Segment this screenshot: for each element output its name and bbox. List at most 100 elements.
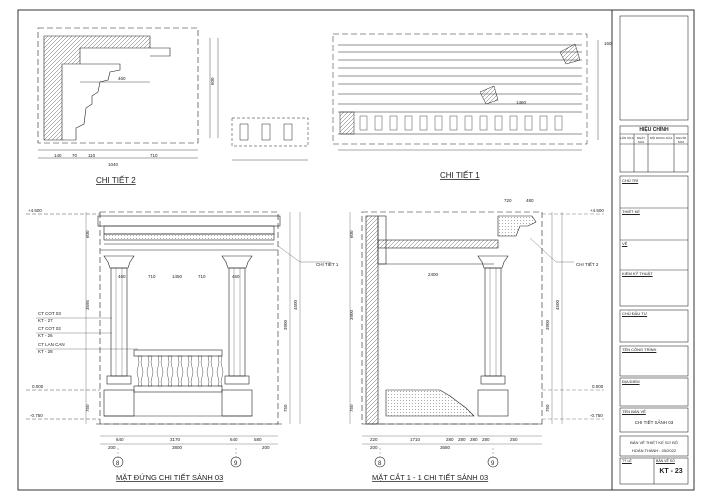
detail-2-dim-total: 1040 bbox=[108, 162, 119, 167]
field-kiem-ky-thuat: KIỂM KỸ THUẬT bbox=[622, 271, 653, 276]
level-markers-elev bbox=[26, 213, 100, 420]
grid-bubble-8-elev bbox=[112, 456, 124, 468]
level-0000-elev: 0.000 bbox=[32, 384, 44, 389]
baluster bbox=[176, 355, 184, 387]
detail-2-dim-3: 110 bbox=[88, 153, 96, 158]
sec-dim-t2: 3680 bbox=[440, 445, 451, 450]
detail-1-dim-right: 160 bbox=[604, 41, 612, 46]
elev-dim-top-1: 460 bbox=[118, 274, 126, 279]
baluster bbox=[166, 355, 174, 387]
sec-dim-b5: 280 bbox=[470, 437, 478, 442]
detail-1-dim: 1460 bbox=[516, 100, 527, 105]
label-ct-lan-can-ref: KT - 28 bbox=[38, 349, 53, 354]
level-0750-sec: -0.750 bbox=[590, 413, 603, 418]
level-4500-elev: +4.500 bbox=[28, 208, 42, 213]
sec-dim-b1: 220 bbox=[370, 437, 378, 442]
callout-chi-tiet-1: CHI TIẾT 1 bbox=[316, 261, 339, 267]
grid-label-9-sec: 9 bbox=[491, 461, 495, 467]
sec-dim-b7: 250 bbox=[510, 437, 518, 442]
dentil bbox=[524, 115, 533, 131]
baluster bbox=[206, 355, 214, 387]
dentil bbox=[434, 115, 443, 131]
dentil bbox=[359, 115, 368, 131]
drawing-name: CHI TIẾT SẢNH 03 bbox=[634, 420, 674, 425]
field-ten-cong-trinh: TÊN CÔNG TRÌNH bbox=[622, 347, 657, 352]
grid-bubble-9-sec bbox=[487, 456, 499, 468]
label-leaders bbox=[36, 245, 330, 350]
callout-chi-tiet-2: CHI TIẾT 2 bbox=[576, 261, 599, 267]
sec-dim-b4: 280 bbox=[458, 437, 466, 442]
dentil bbox=[494, 115, 503, 131]
elevation-dims bbox=[85, 212, 301, 458]
elev-dim-t2: 3800 bbox=[172, 445, 183, 450]
sheet-no-label: BẢN VẼ SỐ bbox=[656, 459, 675, 463]
field-chu-tri: CHỦ TRÌ bbox=[622, 178, 639, 183]
elev-dim-b2: 3170 bbox=[170, 437, 181, 442]
sec-dim-top-1: 720 bbox=[504, 198, 512, 203]
elev-dim-b3: 640 bbox=[230, 437, 238, 442]
detail-2-dim-side: 600 bbox=[210, 77, 215, 85]
detail-2-title: CHI TIẾT 2 bbox=[96, 175, 136, 185]
elev-dim-left-2: 3595 bbox=[85, 299, 90, 310]
field-ve: VẼ bbox=[622, 241, 628, 246]
balusters bbox=[136, 355, 224, 387]
grid-bubble-8-sec bbox=[374, 456, 386, 468]
scale-label: TỶ LỆ bbox=[622, 459, 632, 463]
sec-dim-left-3: 750 bbox=[349, 404, 354, 412]
sheet-border bbox=[17, 9, 695, 491]
elev-dim-right-1: 4500 bbox=[293, 299, 298, 310]
dentil bbox=[404, 115, 413, 131]
revision-col-4: NGƯỜI SỬA bbox=[675, 136, 687, 144]
elev-dim-left-1: 600 bbox=[85, 230, 90, 238]
revision-col-3: NỘI DUNG SỬA bbox=[649, 136, 673, 140]
sec-dim-inner: 2400 bbox=[428, 272, 439, 277]
level-0750-elev: -0.750 bbox=[30, 413, 43, 418]
dentil bbox=[449, 115, 458, 131]
field-ten-ban-ve: TÊN BẢN VẼ bbox=[622, 409, 646, 414]
revision-col-2: NGÀY SỬA bbox=[636, 136, 646, 144]
completed-label: HOÀN THÀNH : 05/2022 bbox=[631, 448, 677, 453]
sec-dim-right-1: 4500 bbox=[555, 299, 560, 310]
dentil bbox=[464, 115, 473, 131]
elev-dim-t3: 200 bbox=[262, 445, 270, 450]
dentil bbox=[554, 115, 563, 131]
elev-dim-right-3: 750 bbox=[283, 404, 288, 412]
baluster bbox=[186, 355, 194, 387]
grid-bubble-9-elev bbox=[230, 456, 242, 468]
baluster bbox=[156, 355, 164, 387]
label-ct-cot-02: CT COT 02 bbox=[38, 326, 61, 331]
label-ct-cot-03-ref: KT - 27 bbox=[38, 318, 53, 323]
sec-dim-left-2: 3900 bbox=[349, 309, 354, 320]
level-4500-sec: +4.500 bbox=[590, 208, 604, 213]
label-ct-cot-02-ref: KT - 26 bbox=[38, 333, 53, 338]
sec-dim-left-1: 600 bbox=[349, 230, 354, 238]
sec-dim-b2: 1710 bbox=[410, 437, 421, 442]
field-thiet-ke: THIẾT KẾ bbox=[622, 209, 640, 214]
elev-dim-top-4: 1450 bbox=[172, 274, 183, 279]
detail-1-title: CHI TIẾT 1 bbox=[440, 170, 480, 180]
grid-label-9-elev: 9 bbox=[234, 461, 238, 467]
elev-dim-top-3: 710 bbox=[148, 274, 156, 279]
detail-1-view bbox=[332, 33, 599, 151]
revision-col-1: LẦN SỬA bbox=[620, 136, 634, 140]
dentil bbox=[419, 115, 428, 131]
sec-dim-b3: 280 bbox=[446, 437, 454, 442]
dentils bbox=[359, 115, 563, 131]
elev-dim-right-2: 3900 bbox=[283, 319, 288, 330]
grid-label-8-elev: 8 bbox=[116, 461, 120, 467]
detail-2-dim-2: 70 bbox=[72, 153, 78, 158]
dentil bbox=[479, 115, 488, 131]
detail-2-dim-4: 710 bbox=[150, 153, 158, 158]
elev-dim-top-7: 460 bbox=[232, 274, 240, 279]
dentil bbox=[509, 115, 518, 131]
section-title: MẶT CẮT 1 - 1 CHI TIẾT SẢNH 03 bbox=[372, 472, 488, 482]
field-dia-diem: ĐỊA ĐIỂM bbox=[622, 379, 640, 384]
baluster bbox=[196, 355, 204, 387]
detail-2-view bbox=[37, 27, 219, 159]
label-ct-lan-can: CT LAN CAN bbox=[38, 342, 65, 347]
field-chu-dau-tu: CHỦ ĐẦU TƯ bbox=[622, 311, 648, 316]
elev-dim-left-3: 750 bbox=[85, 404, 90, 412]
elev-dim-b1: 640 bbox=[116, 437, 124, 442]
section-view bbox=[361, 211, 543, 425]
